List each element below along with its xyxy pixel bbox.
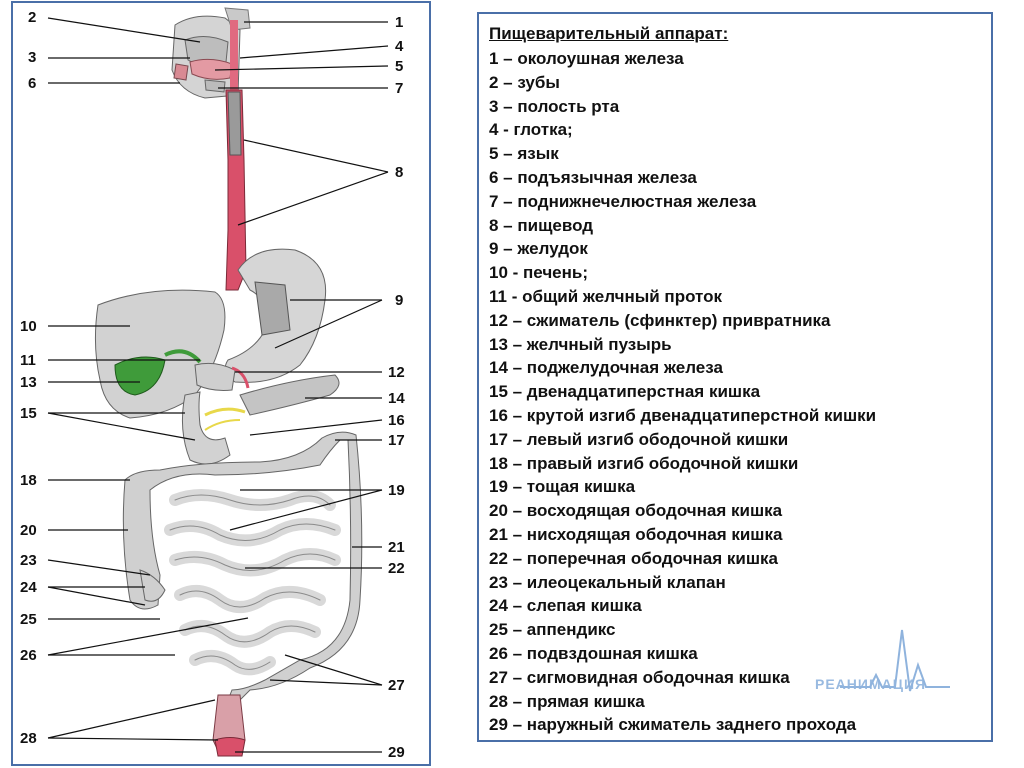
legend-item: 5 – язык [489,144,559,164]
label-26: 26 [20,647,37,664]
legend-item: 23 – илеоцекальный клапан [489,572,726,592]
heartbeat-icon [840,629,950,692]
legend-item: 8 – пищевод [489,215,594,235]
legend-title: Пищеварительный аппарат: [489,24,729,43]
liver [94,289,226,419]
label-7: 7 [395,80,404,97]
legend-item: 14 – поджелудочная железа [489,358,723,378]
legend-item: 29 – наружный сжиматель заднего прохода [489,715,857,735]
label-28: 28 [20,730,37,747]
label-29: 29 [388,744,405,761]
legend-item: 28 – прямая кишка [489,691,645,711]
legend-item: 20 – восходящая ободочная кишка [489,501,783,521]
head-section [171,7,251,99]
label-9: 9 [395,292,404,309]
label-11: 11 [20,352,36,369]
label-12: 12 [388,364,405,381]
label-18: 18 [20,472,37,489]
label-13: 13 [20,374,37,391]
legend: Пищеварительный аппарат: 1 – околоушная … [489,22,985,737]
legend-item: 18 – правый изгиб ободочной кишки [489,453,799,473]
legend-item: 24 – слепая кишка [489,596,642,616]
legend-item: 22 – поперечная ободочная кишка [489,548,778,568]
label-10: 10 [20,318,37,335]
small-intestine [164,489,341,676]
label-20: 20 [20,522,37,539]
label-1: 1 [395,14,404,31]
legend-item: 4 - глотка; [489,120,573,140]
legend-item: 15 – двенадцатиперстная кишка [489,382,761,402]
legend-item: 3 – полость рта [489,96,620,116]
label-21: 21 [388,539,405,556]
label-27: 27 [388,677,405,694]
legend-item: 27 – сигмовидная ободочная кишка [489,667,790,687]
legend-item: 12 – сжиматель (сфинктер) привратника [489,310,831,330]
pancreas-duodenum [181,374,340,465]
legend-item: 13 – желчный пузырь [489,334,672,354]
label-4: 4 [395,38,404,55]
label-23: 23 [20,552,37,569]
legend-item: 21 – нисходящая ободочная кишка [489,524,783,544]
label-24: 24 [20,579,37,596]
illustration-frame [11,1,431,766]
label-3: 3 [28,49,37,66]
label-16: 16 [388,412,405,429]
legend-item: 17 – левый изгиб ободочной кишки [489,429,789,449]
legend-item: 16 – крутой изгиб двенадцатиперстной киш… [489,405,877,425]
label-22: 22 [388,560,405,577]
label-25: 25 [20,611,37,628]
stomach [194,248,327,391]
legend-item: 6 – подъязычная железа [489,167,697,187]
label-17: 17 [388,432,405,449]
rectum [212,694,246,757]
label-5: 5 [395,58,404,75]
leader-lines [47,17,389,753]
label-15: 15 [20,405,37,422]
label-2: 2 [28,9,37,26]
legend-item: 25 – аппендикс [489,620,616,640]
legend-item: 26 – подвздошная кишка [489,643,698,663]
legend-item: 7 – поднижнечелюстная железа [489,191,757,211]
legend-item: 10 - печень; [489,263,589,283]
label-8: 8 [395,164,404,181]
esophagus [225,89,247,291]
label-6: 6 [28,75,37,92]
legend-item: 19 – тощая кишка [489,477,636,497]
legend-item: 1 – околоушная железа [489,49,684,68]
legend-frame [477,12,993,742]
legend-item: 2 – зубы [489,72,560,92]
legend-item: 11 - общий желчный проток [489,286,723,306]
label-19: 19 [388,482,405,499]
label-14: 14 [388,390,405,407]
legend-item: 9 – желудок [489,239,588,259]
